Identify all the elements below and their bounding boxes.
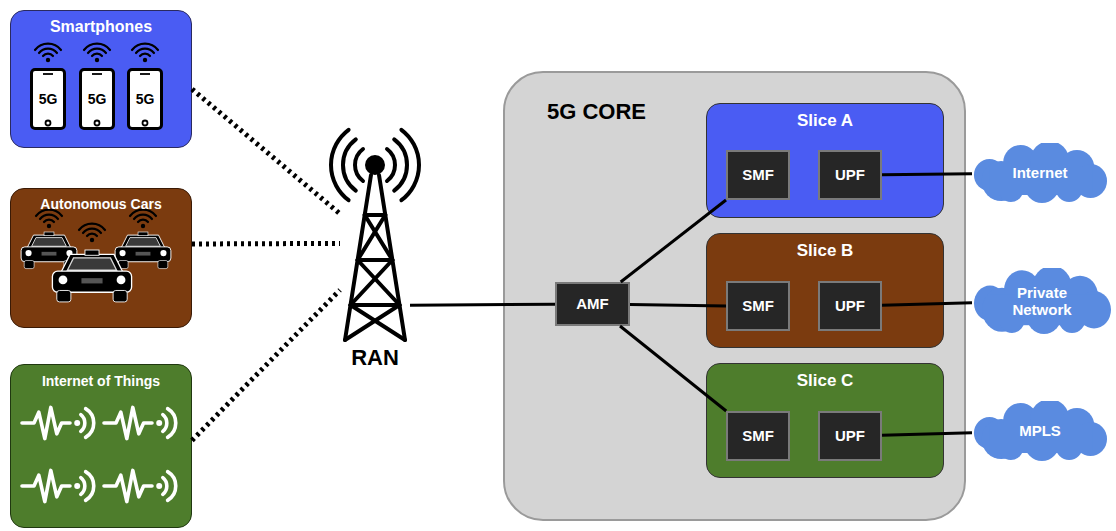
car-icon xyxy=(52,250,131,302)
connector-line xyxy=(882,433,972,435)
node-label: Slice B xyxy=(797,241,854,261)
node-label: AMF xyxy=(576,295,609,312)
node-label: UPF xyxy=(835,166,865,183)
node-label: SMF xyxy=(742,297,774,314)
phone-box: 5G xyxy=(79,68,115,130)
node-label: RAN xyxy=(351,345,399,370)
node-label: Smartphones xyxy=(50,18,152,36)
dotted-radio-link xyxy=(192,89,340,214)
network-function-box: SMF xyxy=(726,411,790,461)
phone-box: 5G xyxy=(30,68,66,130)
sensor-icon xyxy=(22,407,94,438)
network-function-box: SMF xyxy=(726,281,790,331)
connector-line xyxy=(882,174,972,175)
network-function-box: UPF xyxy=(818,281,882,331)
node-label: Internet xyxy=(1012,164,1067,181)
cloud-network: MPLS xyxy=(972,401,1108,461)
device-group-box: Autonomous Cars xyxy=(10,188,192,328)
sensor-icon xyxy=(104,407,176,438)
node-label: Autonomous Cars xyxy=(40,196,161,212)
core-network-box: 5G COREAMFSlice ASMFUPFSlice BSMFUPFSlic… xyxy=(503,71,966,521)
node-label: 5G CORE xyxy=(547,99,646,124)
node-label: UPF xyxy=(835,297,865,314)
connector-line xyxy=(630,305,726,306)
node-label: 5G xyxy=(39,91,58,107)
sensor-icon xyxy=(22,470,94,501)
connector-line xyxy=(621,200,726,282)
cloud-network: Private Network xyxy=(972,268,1112,334)
node-label: Internet of Things xyxy=(42,373,160,389)
device-group-box: Internet of Things xyxy=(10,364,192,528)
cloud-network: Internet xyxy=(972,143,1108,203)
node-label: Private Network xyxy=(992,284,1092,319)
network-function-box: SMF xyxy=(726,150,790,200)
network-function-box: UPF xyxy=(818,150,882,200)
car-icon xyxy=(21,232,77,269)
network-function-box: UPF xyxy=(818,411,882,461)
node-label: 5G xyxy=(136,91,155,107)
connector-line xyxy=(620,326,726,411)
ran-tower: RAN xyxy=(340,150,410,372)
node-label: MPLS xyxy=(1019,422,1061,439)
cell-tower xyxy=(331,130,419,340)
phone-details xyxy=(43,74,150,126)
wifi-icon xyxy=(79,224,105,243)
phone-box: 5G xyxy=(127,68,163,130)
slice-box: Slice A SMF UPF xyxy=(706,103,944,218)
car-icon xyxy=(115,232,171,269)
wifi-icon xyxy=(84,44,110,63)
node-label: 5G xyxy=(88,91,107,107)
connector-line xyxy=(882,303,972,305)
wifi-icon xyxy=(132,44,158,63)
node-label: SMF xyxy=(742,427,774,444)
device-group-box: Smartphones 5G 5G 5G xyxy=(10,10,192,148)
node-label: Slice C xyxy=(797,371,854,391)
sensor-icon xyxy=(104,470,176,501)
node-label: SMF xyxy=(742,166,774,183)
wifi-icon xyxy=(130,210,156,229)
dotted-radio-link xyxy=(192,241,340,247)
slice-box: Slice B SMF UPF xyxy=(706,233,944,348)
dotted-radio-link xyxy=(192,290,340,441)
slice-box: Slice C SMF UPF xyxy=(706,363,944,478)
network-function-box: AMF xyxy=(555,282,630,326)
connector-line xyxy=(410,304,555,305)
wifi-icon xyxy=(36,210,62,229)
node-label: UPF xyxy=(835,427,865,444)
node-label: Slice A xyxy=(797,111,853,131)
wifi-icon xyxy=(35,44,61,63)
